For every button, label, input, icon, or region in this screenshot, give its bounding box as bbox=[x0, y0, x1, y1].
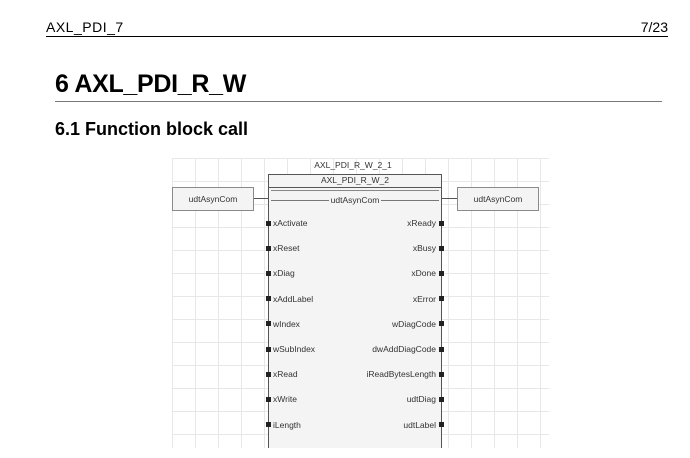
inout-row: udtAsynCom bbox=[269, 194, 441, 206]
output-pin[interactable] bbox=[439, 321, 444, 327]
output-wire bbox=[442, 198, 457, 199]
block-type-name: AXL_PDI_R_W_2 bbox=[269, 175, 441, 188]
section-title: 6 AXL_PDI_R_W bbox=[55, 70, 247, 98]
input-pin-label: xReset bbox=[273, 243, 300, 254]
block-separator bbox=[271, 190, 439, 191]
function-block[interactable]: AXL_PDI_R_W_2 udtAsynCom xActivate xReady… bbox=[266, 174, 444, 448]
output-pin[interactable] bbox=[439, 422, 444, 428]
output-pin[interactable] bbox=[439, 270, 444, 276]
input-pin[interactable] bbox=[266, 346, 271, 352]
output-pin-label: wDiagCode bbox=[392, 318, 436, 329]
input-pin[interactable] bbox=[266, 396, 271, 402]
output-pin[interactable] bbox=[439, 371, 444, 377]
output-pin-label: xDone bbox=[411, 268, 436, 279]
input-pin-label: xRead bbox=[273, 369, 298, 380]
page-number: 7/23 bbox=[640, 19, 668, 35]
output-pin-label: dwAddDiagCode bbox=[372, 344, 436, 354]
input-pin-label: wSubIndex bbox=[273, 344, 316, 354]
output-pin[interactable] bbox=[439, 296, 444, 302]
output-variable-box[interactable]: udtAsynCom bbox=[457, 187, 539, 211]
output-pin-label: iReadBytesLength bbox=[366, 369, 436, 380]
input-pin-label: xActivate bbox=[273, 218, 308, 228]
page-header: AXL_PDI_7 7/23 bbox=[46, 19, 668, 37]
output-pin[interactable] bbox=[439, 245, 444, 251]
inout-label: udtAsynCom bbox=[328, 195, 382, 205]
input-pin-label: xAddLabel bbox=[273, 293, 314, 304]
output-pin-label: xReady bbox=[407, 218, 436, 228]
output-pin-label: udtLabel bbox=[403, 419, 436, 430]
input-pin[interactable] bbox=[266, 371, 271, 377]
output-pin[interactable] bbox=[439, 396, 444, 402]
subsection-title: 6.1 Function block call bbox=[55, 119, 249, 139]
input-pin[interactable] bbox=[266, 270, 271, 276]
output-pin-label: udtDiag bbox=[406, 394, 436, 405]
input-variable-box[interactable]: udtAsynCom bbox=[172, 187, 254, 211]
input-pin-label: xWrite bbox=[273, 394, 297, 405]
output-pin-label: xBusy bbox=[412, 243, 436, 254]
instance-name[interactable]: AXL_PDI_R_W_2_1 bbox=[314, 160, 392, 170]
output-pin[interactable] bbox=[439, 346, 444, 352]
input-pin-label: wIndex bbox=[273, 318, 300, 329]
output-pin[interactable] bbox=[439, 220, 444, 226]
input-pin[interactable] bbox=[266, 220, 271, 226]
input-pin[interactable] bbox=[266, 321, 271, 327]
input-wire bbox=[254, 198, 268, 199]
input-pin[interactable] bbox=[266, 245, 271, 251]
input-pin-label: xDiag bbox=[273, 268, 295, 279]
output-pin-label: xError bbox=[412, 293, 436, 304]
section-heading: 6 AXL_PDI_R_W bbox=[55, 70, 662, 102]
input-pin[interactable] bbox=[266, 296, 271, 302]
document-name: AXL_PDI_7 bbox=[46, 19, 124, 35]
input-pin[interactable] bbox=[266, 422, 271, 428]
input-pin-label: iLength bbox=[273, 419, 301, 430]
function-block-diagram: udtAsynCom AXL_PDI_R_W_2_1 AXL_PDI_R_W_2… bbox=[172, 158, 549, 448]
